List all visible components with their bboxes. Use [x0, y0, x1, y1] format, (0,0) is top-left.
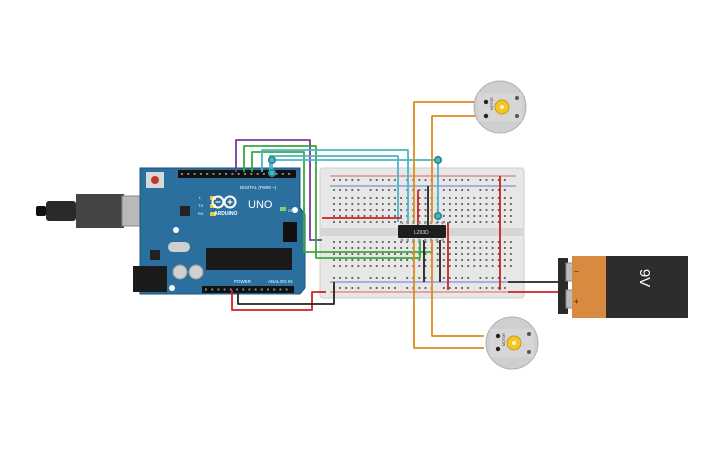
arduino-uno: DIGITAL (PWM ~) L TX RX ON POWER ANALOG …	[36, 167, 306, 295]
usb-cable-tip	[36, 206, 46, 216]
wire-orange	[413, 240, 484, 349]
battery-label: 9V	[636, 269, 653, 287]
wire-black	[237, 282, 335, 305]
wire-green	[243, 145, 421, 259]
chip-label: L293D	[414, 230, 429, 236]
battery-plus: +	[574, 297, 579, 306]
wire-orange	[413, 101, 478, 222]
power-analog-header	[202, 286, 294, 293]
wire-red	[231, 290, 326, 311]
motor-label: MOTOR	[490, 97, 494, 110]
tx-label: TX	[198, 203, 203, 208]
arduino-model: UNO	[248, 199, 273, 211]
capacitor	[172, 264, 188, 280]
rx-label: RX	[198, 211, 204, 216]
battery-9v: − + 9V	[558, 256, 688, 318]
wire-teal	[271, 159, 439, 216]
wire-orange	[431, 240, 484, 337]
arduino-brand: ARDUINO	[214, 211, 237, 217]
motor-label: MOTOR	[502, 333, 506, 346]
analog-in-label: ANALOG IN	[268, 279, 293, 284]
wire-teal	[261, 149, 409, 222]
l-label: L	[199, 195, 202, 200]
battery-minus: −	[574, 267, 579, 276]
arduino-logo-icon	[211, 195, 237, 209]
motor-bottom: MOTOR	[485, 316, 539, 370]
wire-teal	[269, 155, 399, 222]
power-jack	[133, 266, 167, 292]
l293d-chip: L293D	[398, 221, 446, 242]
wire-orange	[431, 115, 478, 222]
on-label: ON	[288, 208, 294, 213]
wire-purple	[235, 139, 322, 241]
breadboard-holes	[333, 179, 512, 289]
capacitor	[188, 264, 204, 280]
usb-cable	[46, 201, 76, 221]
crystal	[168, 242, 190, 252]
usb-plug	[76, 194, 124, 228]
mcu-chip	[206, 248, 292, 270]
wires	[231, 101, 560, 349]
power-label: POWER	[234, 279, 252, 284]
digital-pwm-label: DIGITAL (PWM ~)	[240, 185, 277, 190]
digital-header	[178, 170, 296, 178]
motor-top: MOTOR	[473, 80, 527, 134]
